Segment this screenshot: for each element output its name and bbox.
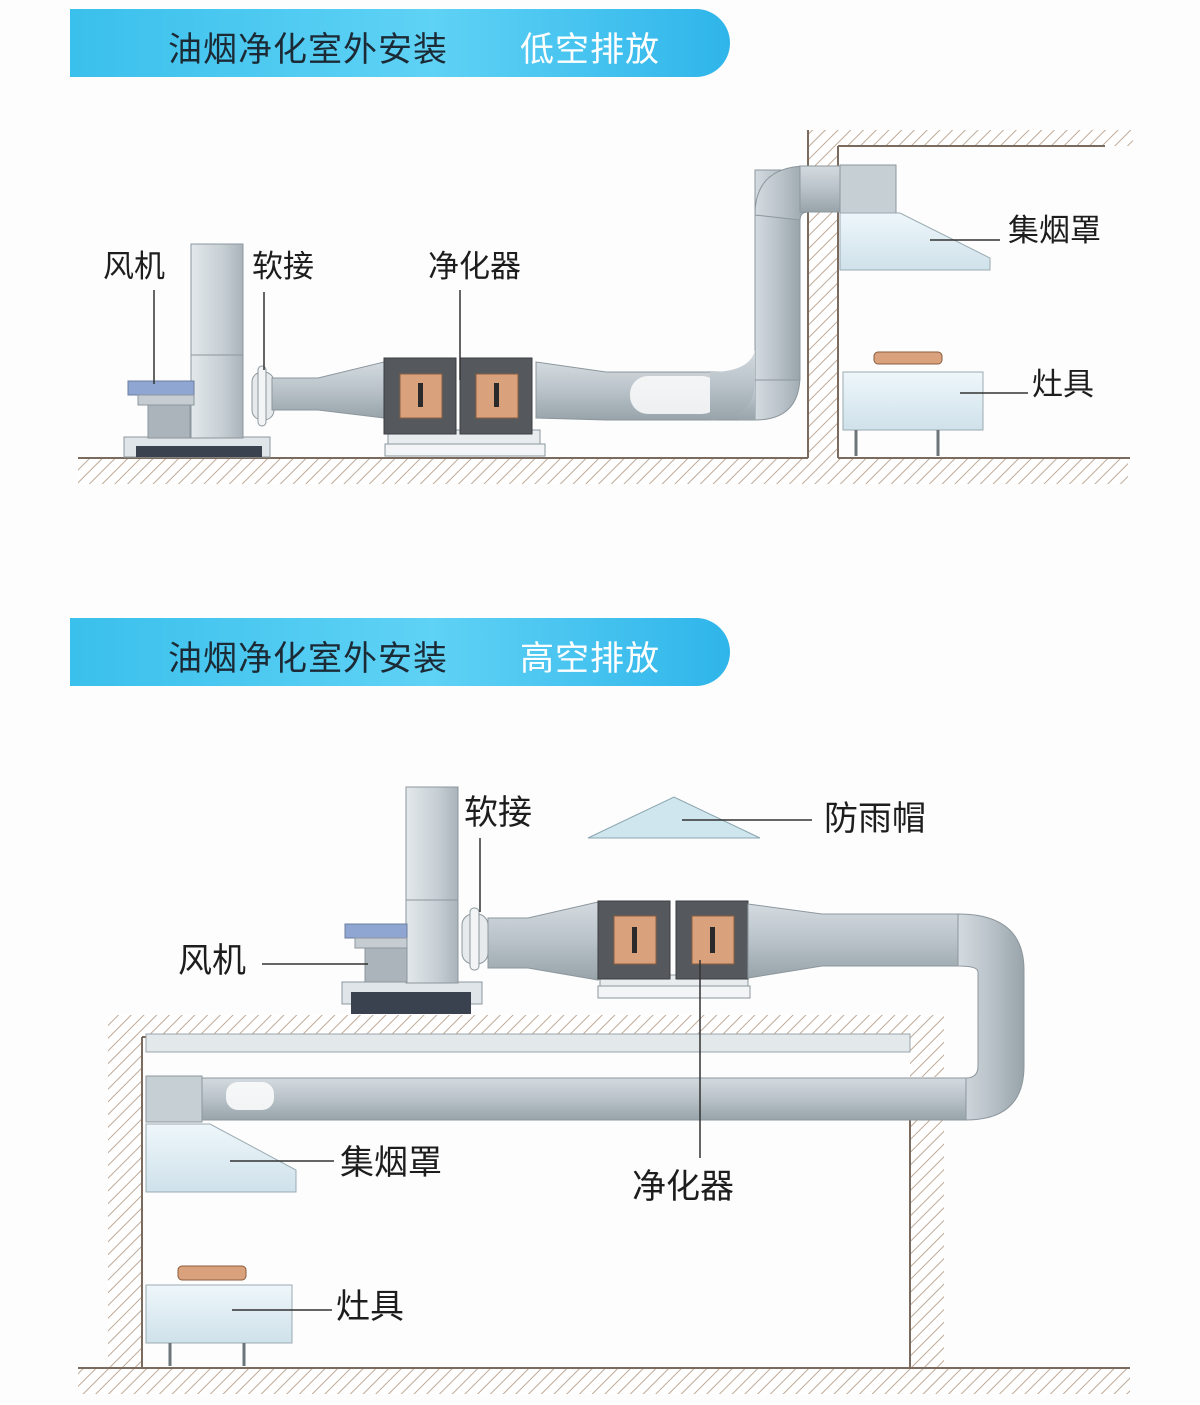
left-wall: [108, 1015, 142, 1375]
stove-body: [145, 1284, 293, 1344]
fan-stack: [190, 243, 244, 439]
stove-body: [842, 371, 984, 431]
section1-banner-title: 油烟净化室外安装: [168, 30, 448, 70]
label-joint: 软接: [464, 793, 532, 833]
fan-motor: [127, 380, 195, 396]
label-rain-cap: 防雨帽: [824, 799, 926, 839]
section1-illustration: [78, 130, 1133, 484]
label-hood: 集烟罩: [340, 1143, 442, 1183]
section1-banner-subtitle: 低空排放: [520, 30, 660, 70]
section2-illustration: [78, 786, 1130, 1394]
rain-cap-shape: [587, 796, 761, 839]
label-purifier: 净化器: [632, 1167, 734, 1207]
label-fan: 风机: [103, 249, 165, 285]
ground-hatch: [78, 458, 1128, 484]
section1-banner: 油烟净化室外安装 低空排放: [70, 9, 730, 77]
roof-slab: [108, 1015, 944, 1037]
hood-shape: [145, 1123, 297, 1193]
hood-shape: [839, 212, 991, 271]
hood-box: [145, 1075, 203, 1123]
return-duct: [199, 1077, 967, 1121]
label-stove: 灶具: [336, 1287, 404, 1327]
section2-banner-subtitle: 高空排放: [520, 639, 660, 679]
fan-stack: [405, 786, 459, 984]
right-wall: [910, 1118, 944, 1375]
label-hood: 集烟罩: [1008, 213, 1101, 249]
duct-bend: [957, 913, 1025, 1121]
label-stove: 灶具: [1032, 367, 1094, 403]
label-fan: 风机: [178, 941, 246, 981]
label-purifier: 净化器: [428, 249, 521, 285]
label-joint: 软接: [252, 249, 314, 285]
hood-box: [839, 164, 897, 214]
roof-slab: [808, 130, 1133, 146]
fan-motor: [344, 923, 408, 939]
ground-hatch: [78, 1368, 1130, 1394]
section2-banner: 油烟净化室外安装 高空排放: [70, 618, 730, 686]
section2-banner-title: 油烟净化室外安装: [168, 639, 448, 679]
